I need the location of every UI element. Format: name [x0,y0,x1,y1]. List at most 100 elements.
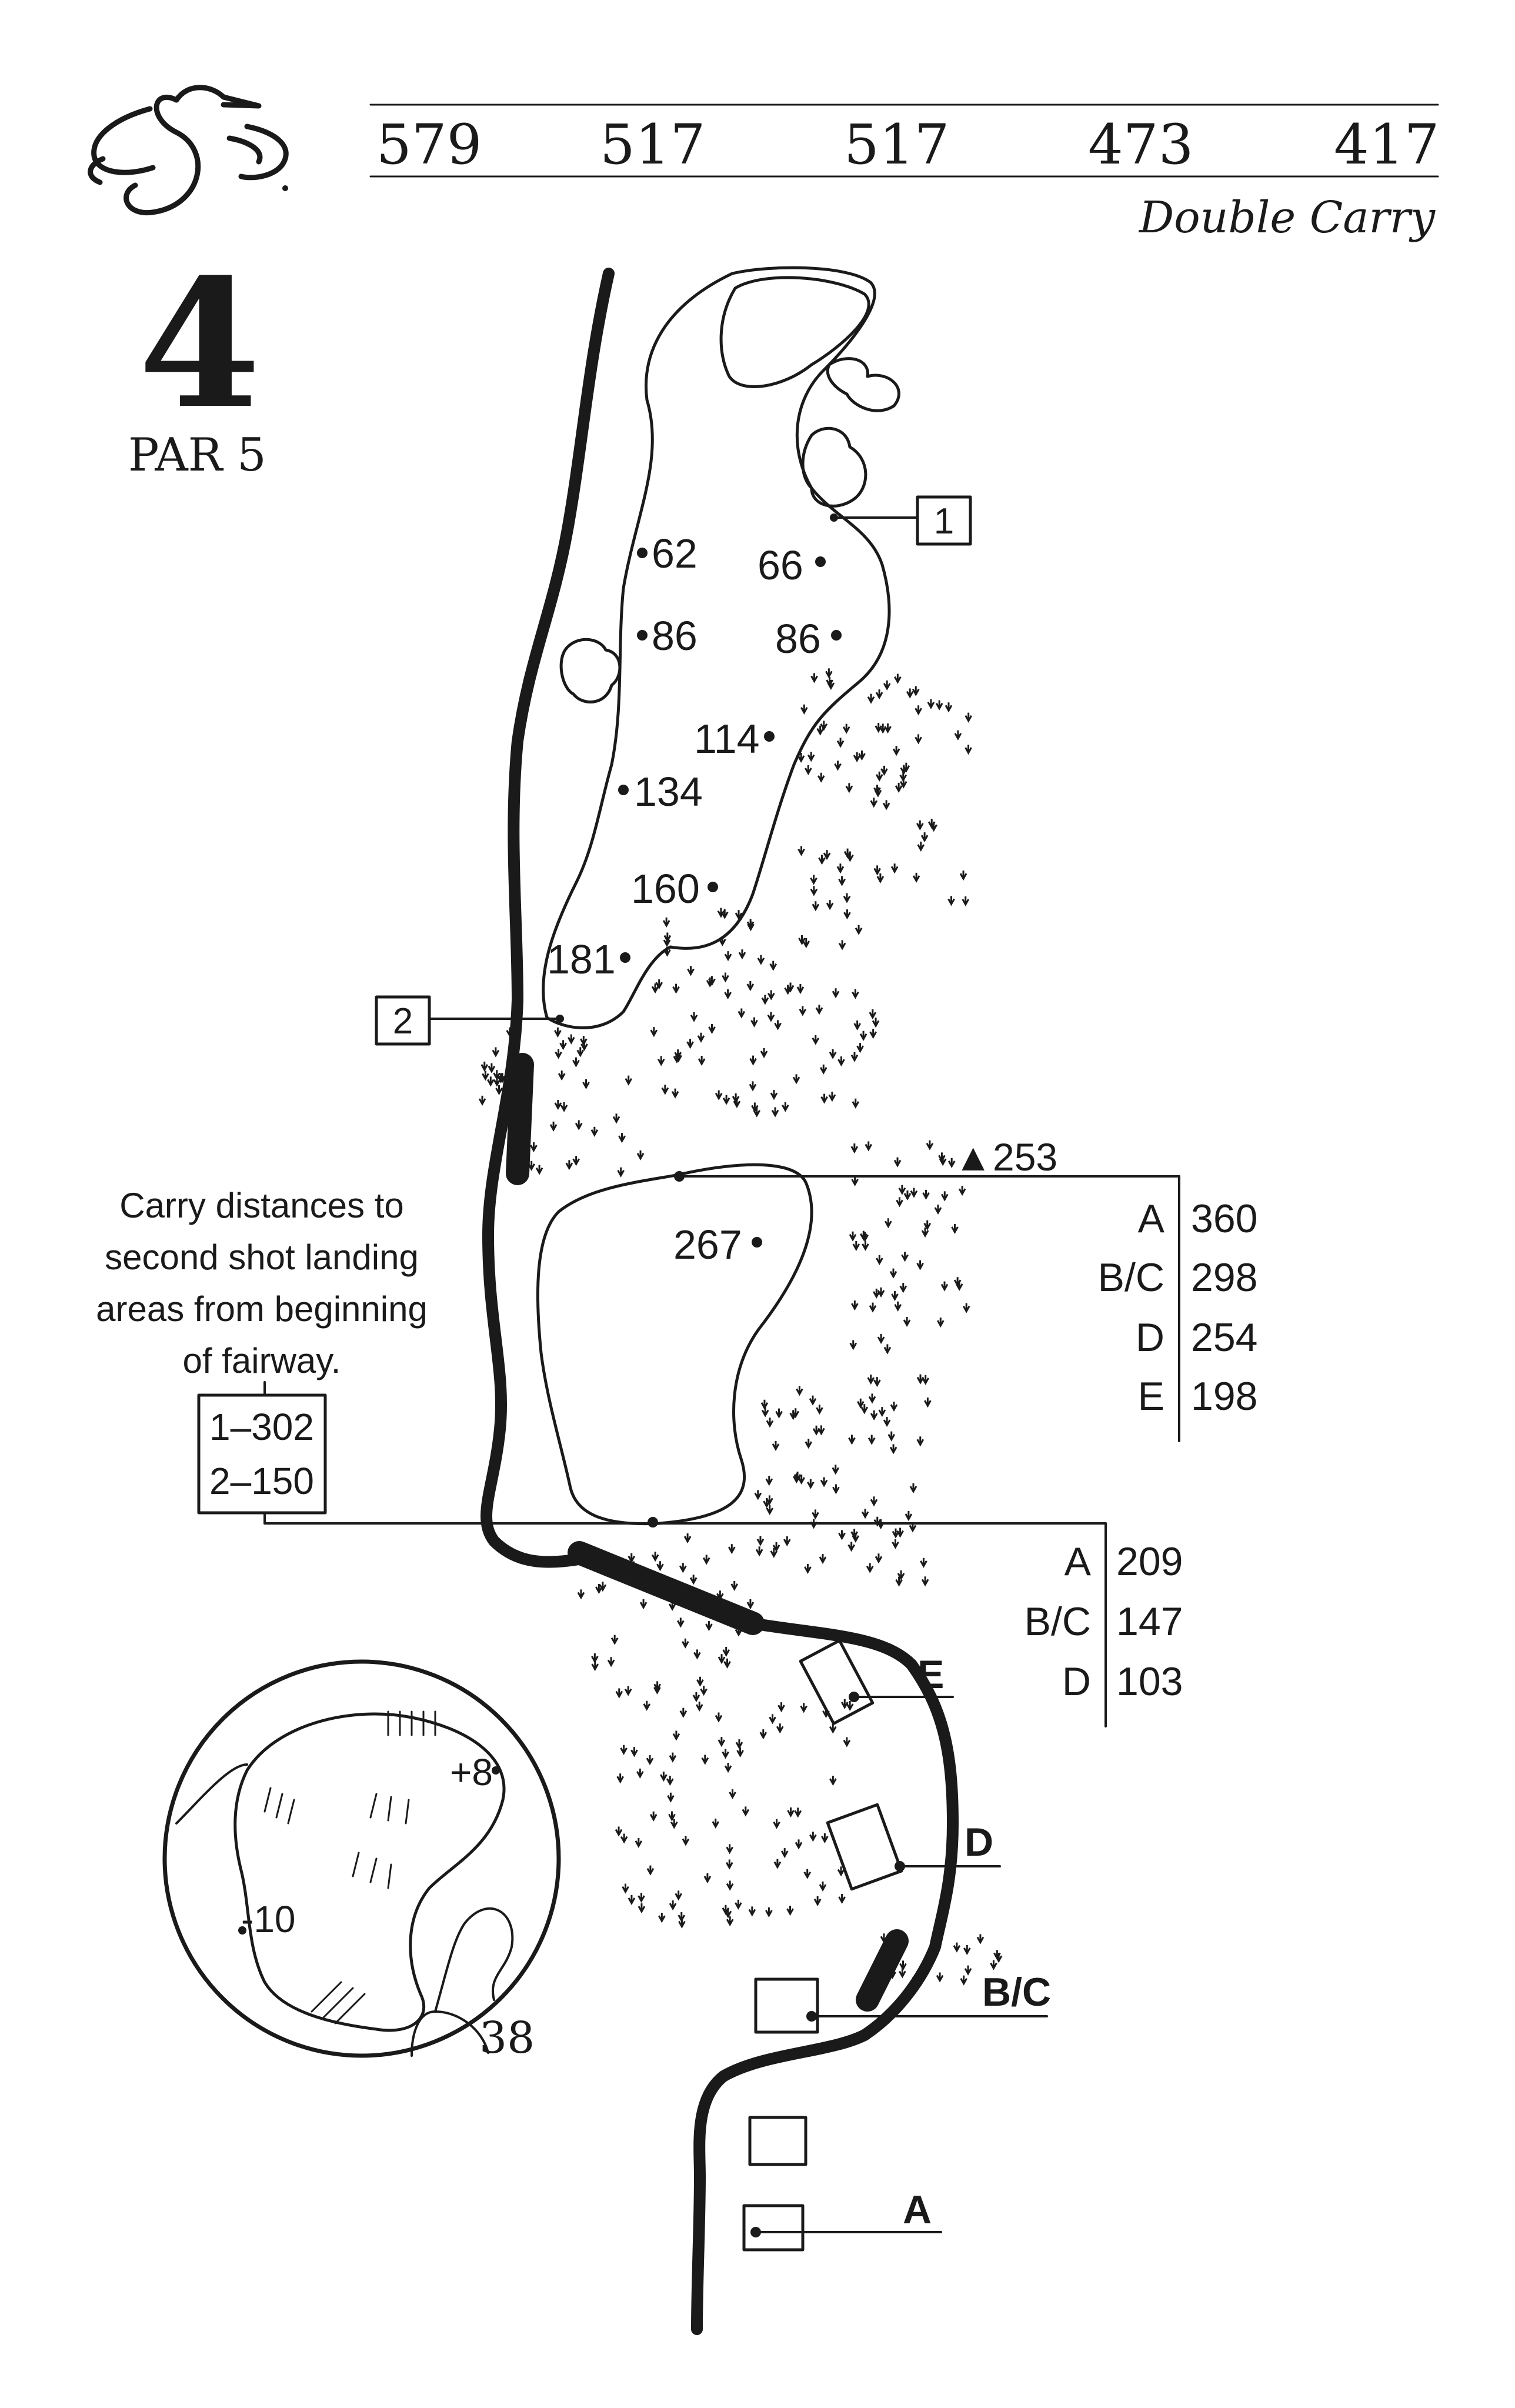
distance-86-right: 86 [775,616,821,662]
rough-tuft [616,1773,624,1784]
rough-tuft [718,1737,726,1747]
rough-tuft [628,1895,636,1905]
rough-tuft [726,1916,734,1927]
rough-tuft [672,983,680,994]
rough-tuft [701,1755,709,1765]
rough-tuft [962,1303,970,1313]
distance-62: 62 [652,531,698,576]
rough-tuft [726,1880,734,1891]
rough-tuft [860,1404,869,1415]
rough-tuft [506,1027,514,1038]
creek-line [480,268,959,2335]
crossing-1 [506,1053,534,1185]
rough-tuft [735,1899,742,1910]
rough-tuft [613,1556,621,1567]
rough-tuft [883,1417,891,1428]
rough-tuft [708,976,716,986]
rough-tuft [804,765,812,775]
rough-tuft [720,909,729,919]
rough-tuft [530,1142,538,1153]
rough-tuft [792,1408,800,1419]
rough-tuft [882,800,890,811]
rough-tuft [803,1869,812,1879]
rough-tuft [753,1107,761,1118]
rough-tuft [622,1883,629,1894]
rough-tuft [818,855,826,865]
rough-tuft [829,1776,837,1786]
rough-tuft [599,1582,607,1592]
rough-tuft [679,1707,688,1718]
rough-tuft [873,1516,882,1527]
carry-lower-value-d: 103 [1116,1659,1183,1704]
rough-tuft [722,1749,729,1759]
rough-tuft [669,1752,677,1763]
rough-tuft [870,798,878,808]
rough-tuft [682,1638,689,1649]
rough-tuft [826,900,834,910]
rough-tuft [945,702,953,713]
rough-tuft [747,921,755,932]
rough-tuft [650,1027,658,1038]
rough-tuft [819,1554,827,1565]
rough-tuft [840,1699,849,1710]
rough-tuft [730,1580,739,1591]
rough-tuft [965,712,973,723]
rough-tuft [763,1498,770,1509]
rough-tuft [725,1859,733,1870]
rough-tuft [772,1542,780,1552]
rough-tuft [793,1473,800,1484]
rough-tuft [735,1626,743,1637]
rough-tuft [859,1030,867,1041]
green-slope-low: -10 [241,1898,296,1940]
rough-tuft [772,1440,780,1451]
rough-tuft [795,1839,803,1850]
rough-tuft [820,1477,828,1488]
rough-tuft [723,1658,731,1669]
rough-tuft [798,935,806,946]
rough-tuft [660,1772,668,1782]
rough-tuft [812,901,820,912]
rough-tuft [810,673,818,683]
landing-box-1-label: 1 [934,501,954,542]
hazard-marker-icon: ▲ [954,1135,992,1179]
rough-tuft [787,1807,795,1818]
rough-tuft [774,1020,782,1030]
rough-tuft [769,960,777,971]
rough-tuft [760,1399,769,1410]
rough-tuft [736,1747,744,1758]
rough-tuft [796,983,805,995]
rough-tuft [915,705,922,716]
landing-box-2-label: 2 [393,1001,413,1042]
rough-tuft [502,1073,510,1084]
rough-tuft [870,1976,878,1987]
rough-tuft [649,1811,658,1822]
rough-tuft [879,723,887,734]
rough-tuft [848,1435,856,1445]
rough-tuft [890,863,899,874]
rough-tuft [862,1240,869,1251]
rough-tuft [821,1833,829,1843]
carry-upper-tee-e: E [1138,1374,1164,1419]
rough-tuft [698,1055,706,1066]
tee-yardage-2: 517 [600,113,705,177]
rough-tuft [834,761,842,771]
rough-tuft [894,1301,902,1312]
rough-tuft [875,1553,883,1564]
rough-tuft [905,1511,913,1522]
rough-tuft [646,1865,655,1876]
rough-tuft [683,1533,692,1544]
rough-tuft [748,1906,756,1917]
rough-tuft [674,1049,682,1060]
rough-tuft [903,1317,911,1328]
rough-tuft [518,1100,526,1111]
rough-tuft [792,1074,800,1085]
rough-tuft [722,1095,730,1105]
rough-tuft [678,1918,686,1929]
rough-tuft [852,1240,860,1252]
tee-label-e: E [917,1652,944,1697]
rough-tuft [794,1807,802,1818]
rough-tuft [936,1318,945,1328]
rough-tuft [896,1527,904,1538]
rough-tuft [802,938,810,949]
carry-note-line-1: Carry distances to [119,1186,404,1225]
